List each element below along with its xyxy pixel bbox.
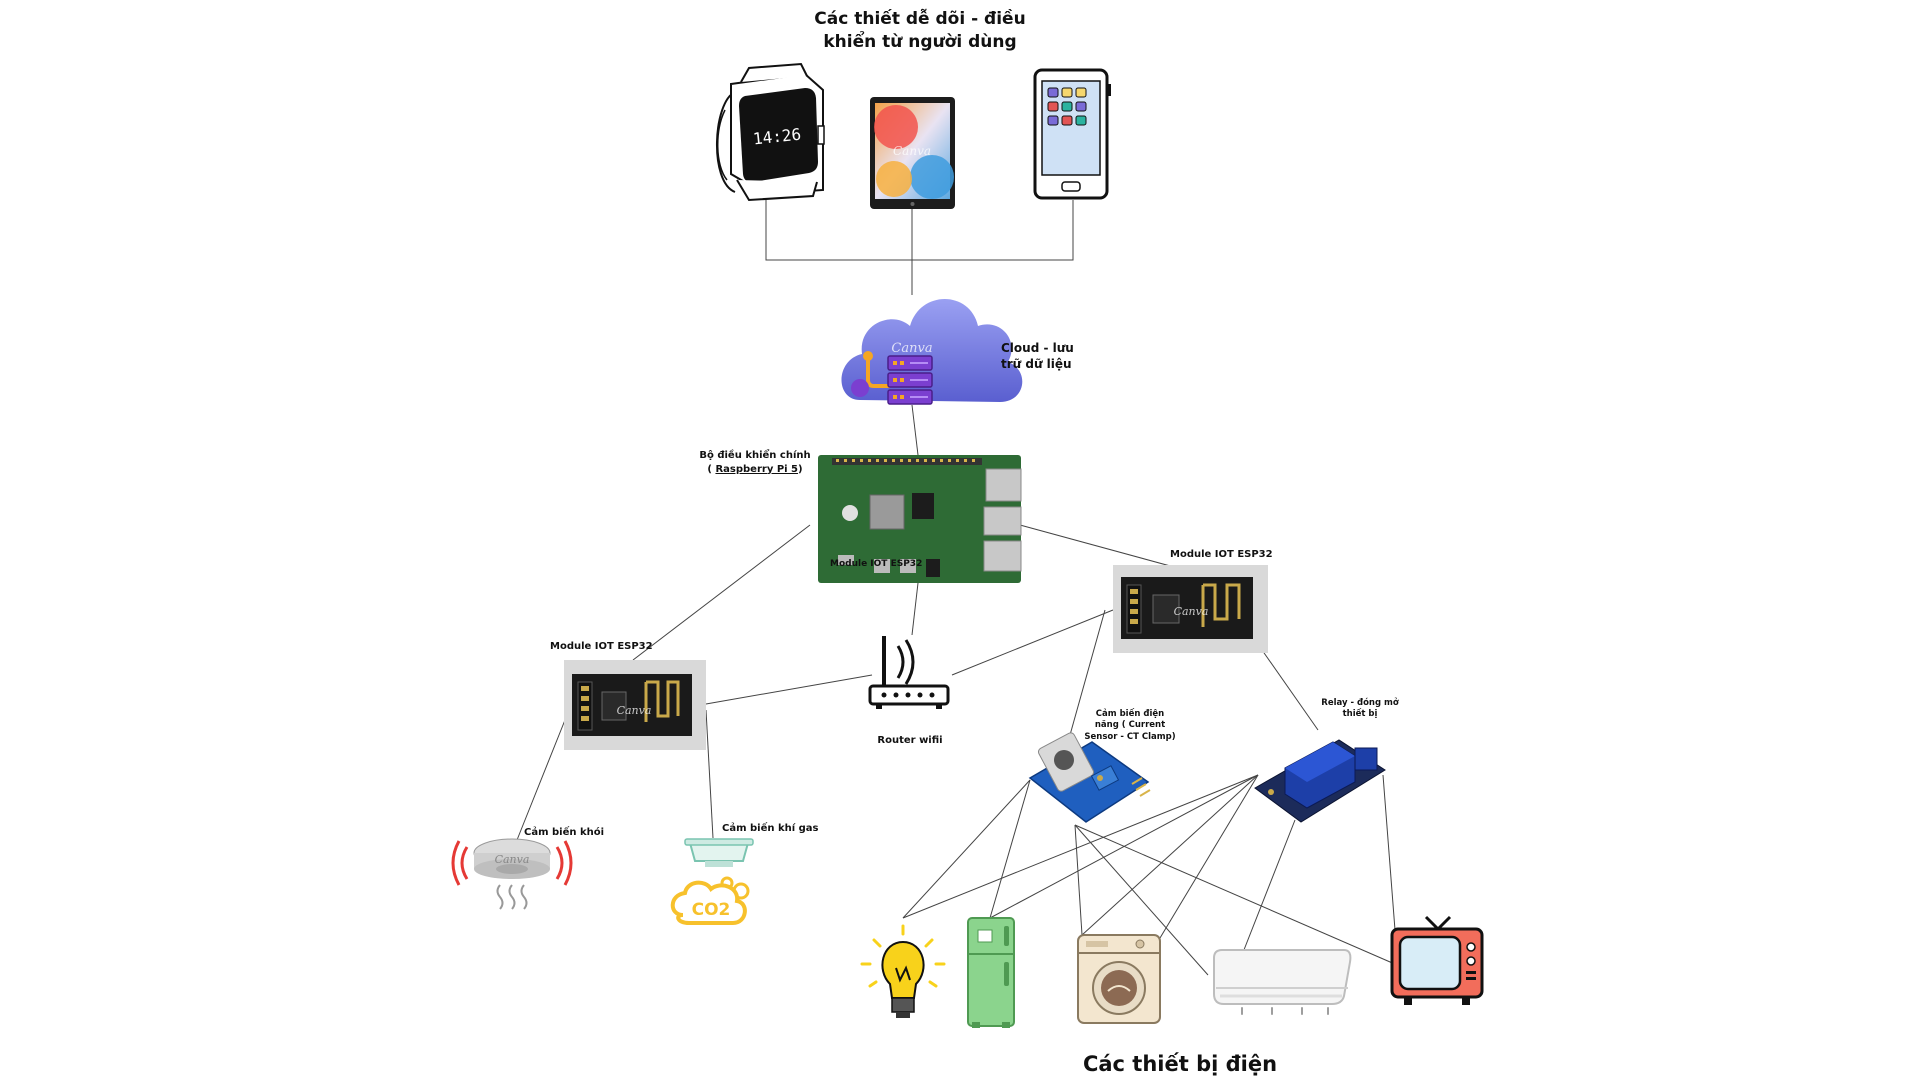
router-label: Router wifii	[877, 735, 943, 746]
controller-label-line1: Bộ điều khiển chính	[699, 450, 811, 461]
line-pi-router	[911, 582, 919, 636]
smoke-sensor-label: Cảm biến khói	[524, 827, 605, 838]
esp32-module-right: Canva	[1113, 565, 1268, 653]
line-cloud-pi	[911, 404, 919, 456]
esp32-right-label: Module IOT ESP32	[1170, 549, 1273, 560]
line-router-esp-right	[951, 609, 1114, 676]
washing-machine-icon	[1077, 934, 1161, 1024]
smartwatch-icon: 14:26	[716, 62, 825, 202]
current-sensor-label: Cảm biến điện năng ( Current Sensor - CT…	[1084, 709, 1176, 742]
line-espright-relay	[1261, 649, 1319, 731]
pi-overlay-label: Module IOT ESP32	[830, 559, 922, 569]
light-bulb-icon	[860, 924, 946, 1018]
line-router-esp-left	[705, 674, 873, 705]
current-sensor-icon	[1028, 732, 1151, 823]
connection-lines	[514, 200, 1398, 976]
line-pi-esp-left	[632, 524, 811, 661]
svg-text:Canva: Canva	[495, 853, 530, 866]
line-watch-bus	[765, 200, 1074, 261]
television-icon	[1390, 915, 1484, 1005]
wifi-router-icon	[868, 636, 950, 709]
line-espleft-gas	[705, 709, 714, 839]
monitor-devices-title: Các thiết dễ dõi - điều khiển từ người d…	[814, 9, 1026, 52]
tablet-icon: Canva	[870, 97, 955, 209]
esp32-left-label: Module IOT ESP32	[550, 641, 653, 652]
esp32-module-left: Canva	[564, 660, 706, 750]
cloud-watermark: Canva	[891, 341, 932, 356]
relay-module-icon	[1254, 739, 1386, 823]
gas-detector-icon: CO2	[670, 838, 754, 925]
controller-label: Bộ điều khiển chính ( Raspberry Pi 5)	[695, 449, 815, 476]
raspberry-pi-board: Module IOT ESP32	[818, 455, 1022, 583]
relay-label: Relay - đóng mở thiết bị	[1321, 698, 1399, 720]
cloud-server-icon: Canva	[841, 299, 1023, 405]
tablet-watermark: Canva	[893, 144, 931, 158]
fridge-icon	[967, 917, 1015, 1028]
svg-text:Canva: Canva	[617, 704, 652, 717]
controller-label-line2: ( Raspberry Pi 5)	[707, 463, 803, 475]
raspberry-pi-link[interactable]: Raspberry Pi 5	[715, 463, 799, 475]
cloud-label: Cloud - lưu trữ dữ liệu	[1001, 341, 1074, 372]
appliances-title: Các thiết bị điện	[1082, 1052, 1278, 1076]
line-pi-esp-right	[1019, 524, 1186, 571]
watch-time: 14:26	[752, 125, 802, 149]
svg-text:Canva: Canva	[1174, 605, 1209, 618]
line-espright-current	[1069, 609, 1106, 736]
smoke-detector-icon: Canva	[451, 838, 573, 910]
gas-sensor-label: Cảm biến khí gas	[722, 823, 819, 834]
co2-text: CO2	[692, 900, 731, 920]
smartphone-icon	[1033, 68, 1111, 200]
air-conditioner-icon	[1213, 949, 1352, 1015]
line-espleft-smoke	[514, 719, 566, 846]
